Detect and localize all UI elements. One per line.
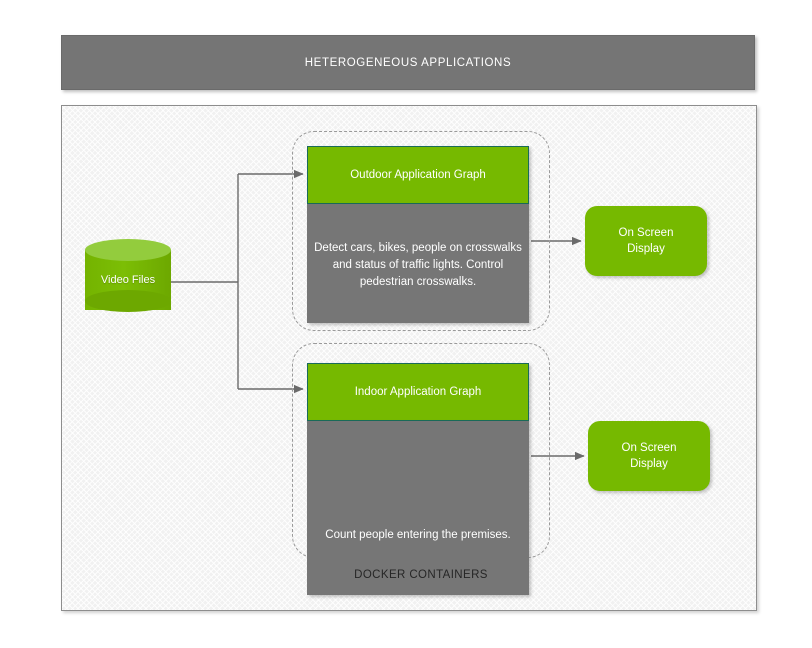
on-screen-display-outdoor[interactable]: On Screen Display <box>585 206 707 276</box>
cylinder-top-icon <box>85 239 171 261</box>
osd-label-outdoor: On Screen Display <box>619 225 674 257</box>
outdoor-application-title: Outdoor Application Graph <box>307 146 529 204</box>
osd-line2-outdoor: Display <box>627 243 665 255</box>
osd-line1-indoor: On Screen <box>621 442 677 454</box>
docker-containers-caption: DOCKER CONTAINERS <box>354 569 488 581</box>
indoor-application-title: Indoor Application Graph <box>307 363 529 421</box>
outdoor-application-description: Detect cars, bikes, people on crosswalks… <box>307 204 529 323</box>
indoor-application-description: Count people entering the premises. <box>307 421 529 595</box>
video-files-source[interactable]: Video Files <box>85 239 171 321</box>
osd-line1-outdoor: On Screen <box>618 227 674 239</box>
osd-label-indoor: On Screen Display <box>622 440 677 472</box>
outdoor-application-group[interactable]: Outdoor Application Graph Detect cars, b… <box>307 146 529 323</box>
osd-line2-indoor: Display <box>630 458 668 470</box>
on-screen-display-indoor[interactable]: On Screen Display <box>588 421 710 491</box>
header-bar: HETEROGENEOUS APPLICATIONS <box>61 35 755 90</box>
page-title: HETEROGENEOUS APPLICATIONS <box>304 56 512 69</box>
cylinder-bottom-icon <box>85 290 171 312</box>
indoor-application-group[interactable]: Indoor Application Graph Count people en… <box>307 363 529 595</box>
docker-container-outdoor <box>292 131 550 331</box>
video-files-label: Video Files <box>100 274 156 286</box>
